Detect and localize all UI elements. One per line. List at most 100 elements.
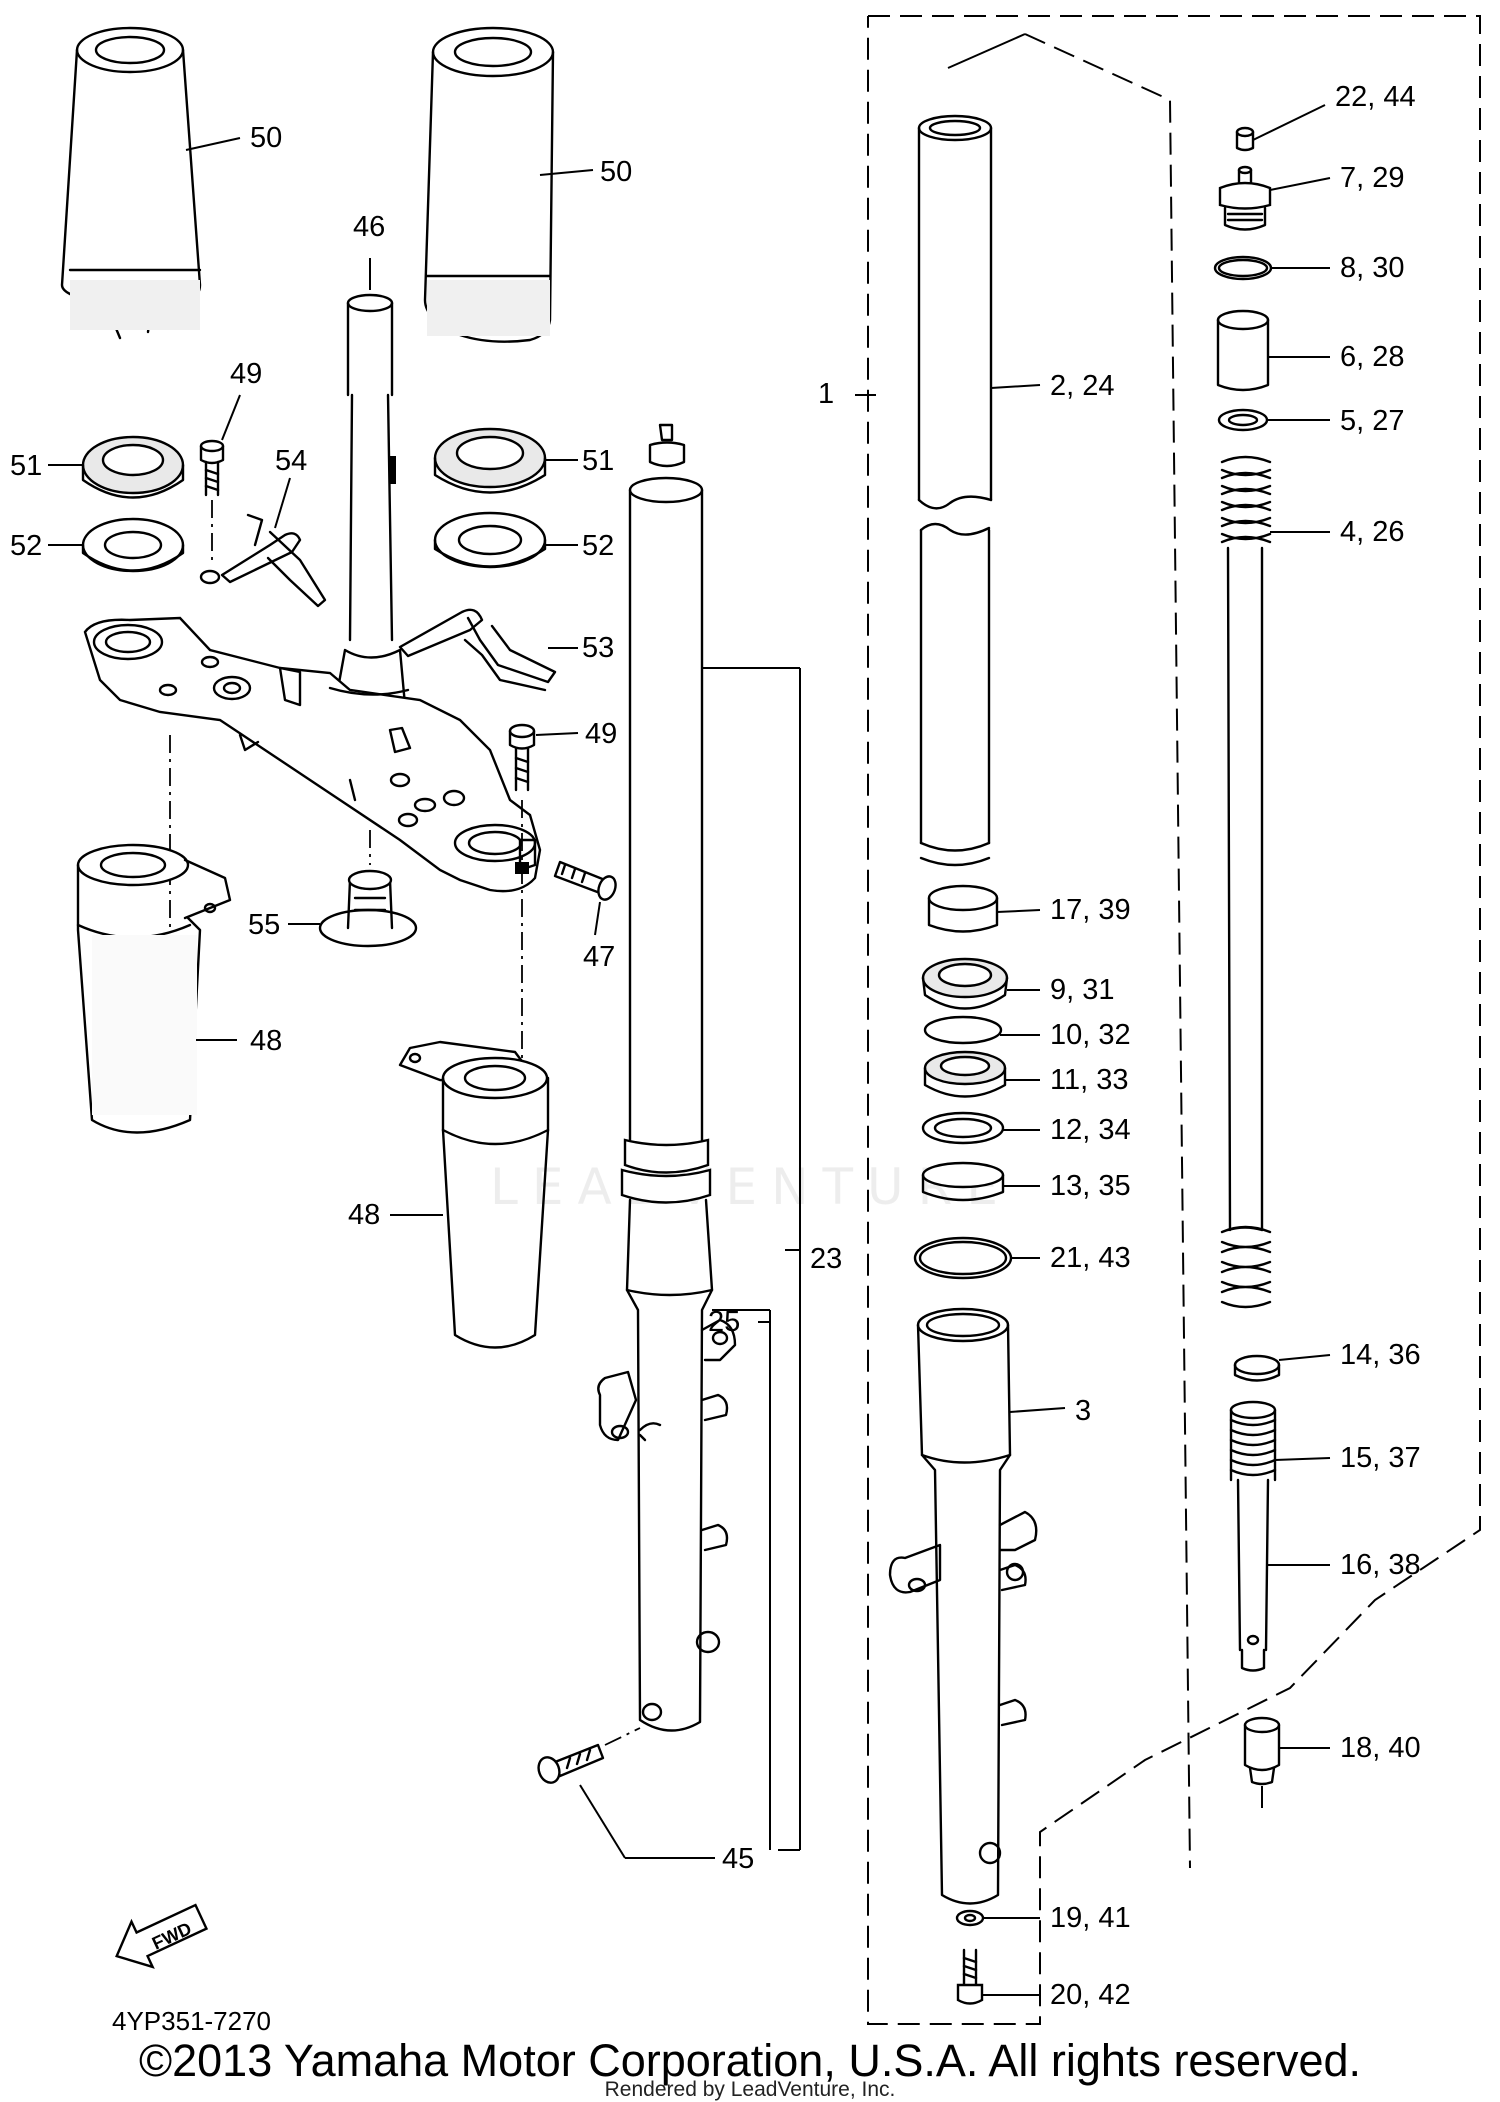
leader-2-24	[990, 384, 1041, 389]
damper-rod-15-16	[1229, 1400, 1277, 1672]
cap-bolt-7	[1218, 165, 1272, 231]
label-48-left: 48	[250, 1025, 282, 1057]
label-18-40: 18, 40	[1340, 1732, 1421, 1764]
washer-12	[921, 1111, 1005, 1145]
leader-49-bottom	[535, 732, 579, 736]
leader-49-top	[221, 394, 241, 441]
leader-54	[274, 477, 291, 529]
diagram-code: 4YP351-7270	[112, 2006, 272, 2036]
oil-seal-11	[923, 1050, 1007, 1098]
ring-21	[913, 1236, 1013, 1280]
label-48-right: 48	[348, 1199, 380, 1231]
label-17-39: 17, 39	[1050, 894, 1131, 926]
axis-45	[604, 1727, 641, 1746]
leader-14-36	[1278, 1354, 1331, 1361]
label-51-right: 51	[582, 445, 614, 477]
label-49-bottom: 49	[585, 718, 617, 750]
fork-spring-4	[1220, 455, 1272, 1309]
air-valve-22	[1235, 126, 1255, 152]
leader-17-39	[996, 909, 1041, 913]
rebound-spring-14	[1233, 1354, 1281, 1382]
label-49-top: 49	[230, 358, 262, 390]
lower-cover-48-right	[398, 1040, 550, 1349]
leader-47	[594, 901, 601, 936]
washer-52-left	[81, 517, 185, 573]
tube-outline-top-left	[947, 33, 1026, 69]
label-19-41: 19, 41	[1050, 1902, 1131, 1934]
label-50-left: 50	[250, 122, 282, 154]
o-ring-8	[1213, 255, 1273, 281]
leadventure-watermark: LEADVENTURE	[490, 1158, 1012, 1216]
label-53: 53	[582, 632, 614, 664]
label-12-34: 12, 34	[1050, 1114, 1131, 1146]
label-5-27: 5, 27	[1340, 405, 1405, 437]
leader-50-right	[539, 169, 594, 176]
label-50-right: 50	[600, 156, 632, 188]
label-7-29: 7, 29	[1340, 162, 1405, 194]
label-15-37: 15, 37	[1340, 1442, 1421, 1474]
label-20-42: 20, 42	[1050, 1979, 1131, 2011]
washer-52-right	[433, 511, 547, 569]
leader-7-29	[1269, 177, 1331, 191]
label-10-32: 10, 32	[1050, 1019, 1131, 1051]
inner-tube-2	[917, 114, 993, 867]
leader-1-outline	[1024, 33, 1191, 1869]
label-23: 23	[810, 1243, 842, 1275]
seal-51-left	[81, 435, 185, 499]
label-52-left: 52	[10, 530, 42, 562]
lower-cover-48-left	[76, 843, 232, 1134]
clip-10	[923, 1015, 1003, 1045]
label-6-28: 6, 28	[1340, 341, 1405, 373]
label-21-43: 21, 43	[1050, 1242, 1131, 1274]
bolt-49-top	[199, 439, 225, 497]
label-9-31: 9, 31	[1050, 974, 1115, 1006]
leader-50-left	[185, 137, 241, 151]
label-51-left: 51	[10, 450, 42, 482]
label-16-38: 16, 38	[1340, 1549, 1421, 1581]
label-52-right: 52	[582, 530, 614, 562]
label-55: 55	[248, 909, 280, 941]
steering-stem-46	[328, 293, 414, 725]
bushing-13	[921, 1161, 1005, 1202]
bolt-45	[537, 1743, 605, 1784]
label-13-35: 13, 35	[1050, 1170, 1131, 1202]
bushing-17	[927, 884, 999, 933]
label-22-44: 22, 44	[1335, 81, 1416, 113]
washer-19	[955, 1909, 985, 1927]
fork-cover-50-left	[60, 26, 202, 340]
leader-22-44	[1252, 104, 1326, 141]
seal-51-right	[433, 427, 547, 494]
leader-45-a	[579, 1784, 626, 1859]
rendered-by-note: Rendered by LeadVenture, Inc.	[604, 2078, 896, 2101]
fwd-arrow-icon	[115, 1903, 209, 1969]
stem-part-55	[318, 869, 418, 948]
label-46: 46	[353, 211, 385, 243]
label-45: 45	[722, 1843, 754, 1875]
oil-seal-9	[921, 957, 1009, 1010]
label-2-24: 2, 24	[1050, 370, 1115, 402]
label-11-33: 11, 33	[1050, 1064, 1128, 1096]
label-25: 25	[708, 1306, 740, 1338]
cable-guide-54	[220, 513, 327, 608]
copyright-notice: ©2013 Yamaha Motor Corporation, U.S.A. A…	[138, 2035, 1362, 2086]
lower-bracket	[83, 616, 542, 893]
oil-lock-18	[1243, 1716, 1281, 1786]
bolt-49-bottom	[508, 723, 536, 792]
cable-guide-53	[398, 608, 557, 692]
label-4-26: 4, 26	[1340, 516, 1405, 548]
label-14-36: 14, 36	[1340, 1339, 1421, 1371]
spacer-6	[1216, 309, 1270, 392]
bolt-20	[956, 1948, 984, 2005]
label-8-30: 8, 30	[1340, 252, 1405, 284]
leader-15-37	[1274, 1457, 1331, 1461]
label-1: 1	[818, 378, 834, 410]
bolt-47	[553, 860, 617, 901]
label-54: 54	[275, 445, 307, 477]
leader-3	[1009, 1407, 1066, 1413]
fork-cover-50-right	[423, 26, 555, 343]
outer-tube-3	[888, 1307, 1038, 1905]
label-47: 47	[583, 941, 615, 973]
washer-5	[1217, 408, 1269, 432]
fork-assembly-23	[597, 423, 737, 1732]
